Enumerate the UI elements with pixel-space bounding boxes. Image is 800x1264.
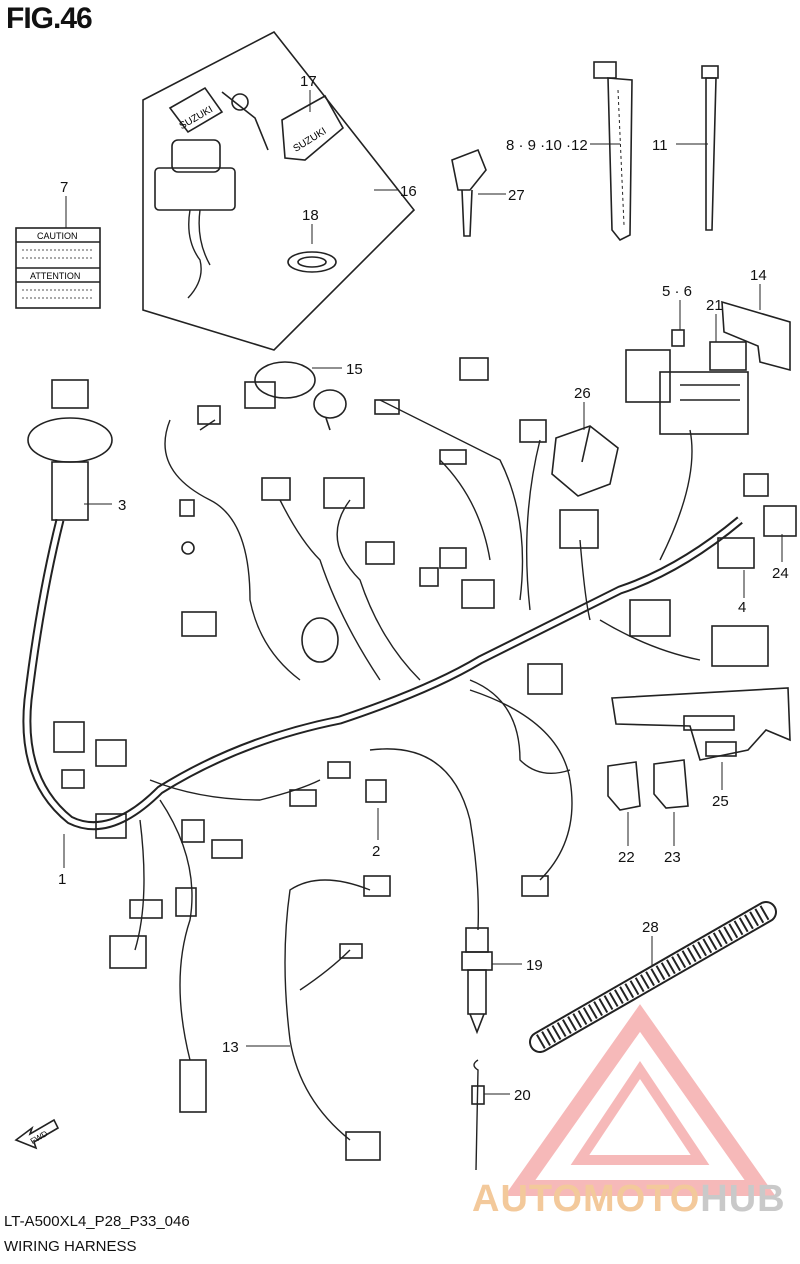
clamp-23 <box>653 759 689 809</box>
oxygen-sensor <box>369 748 493 1035</box>
callout-7: 7 <box>60 179 68 196</box>
harness-connectors <box>27 357 797 1113</box>
callout-8-9-10-12: 8 · 9 ·10 ·12 <box>506 137 588 154</box>
callout-3: 3 <box>118 497 126 514</box>
accessory-socket <box>244 361 347 431</box>
suzuki-cap-logo-text: SUZUKI <box>292 126 329 155</box>
control-unit <box>551 425 619 497</box>
figure-title: FIG.46 <box>6 2 93 35</box>
mounting-bracket <box>611 687 791 761</box>
figure-code: LT-A500XL4_P28_P33_046 <box>4 1213 190 1230</box>
fuse <box>671 329 685 347</box>
watermark-text: AUTOMOTOHUB <box>472 1178 786 1221</box>
callout-18: 18 <box>302 207 319 224</box>
sub-harness <box>284 875 391 1161</box>
callout-14: 14 <box>750 267 767 284</box>
callout-11: 11 <box>652 137 668 154</box>
small-connector <box>365 779 387 803</box>
callout-20: 20 <box>514 1087 531 1104</box>
callout-24: 24 <box>772 565 789 582</box>
callout-23: 23 <box>664 849 681 866</box>
callout-19: 19 <box>526 957 543 974</box>
callout-16: 16 <box>400 183 417 200</box>
fuse-box <box>625 349 749 435</box>
fwd-arrow-label: FWD <box>29 1129 49 1146</box>
cable-tie-small <box>701 65 719 231</box>
watermark-text-part-b: HUB <box>700 1178 786 1220</box>
callout-22: 22 <box>618 849 635 866</box>
cable-tie-large <box>593 61 633 242</box>
callout-4: 4 <box>738 599 746 616</box>
ignition-cap: SUZUKI <box>281 94 345 161</box>
key <box>451 148 487 237</box>
caution-label: CAUTION ATTENTION <box>15 227 101 309</box>
callout-2: 2 <box>372 843 380 860</box>
callout-15: 15 <box>346 361 363 378</box>
fwd-arrow: FWD <box>14 1118 60 1150</box>
switch-nut <box>287 251 337 273</box>
ignition-switch-group-box <box>142 30 416 351</box>
spring-clip <box>471 1059 485 1171</box>
callout-13: 13 <box>222 1039 239 1056</box>
callout-1: 1 <box>58 871 66 888</box>
attention-label-text: ATTENTION <box>30 271 80 281</box>
callout-17: 17 <box>300 73 317 90</box>
callout-28: 28 <box>642 919 659 936</box>
caution-label-text: CAUTION <box>37 231 78 241</box>
relay <box>709 341 747 371</box>
leader-lines <box>63 90 783 1095</box>
corrugated-tube <box>529 901 777 1053</box>
callout-25: 25 <box>712 793 729 810</box>
watermark-logo <box>504 1004 776 1196</box>
figure-caption: WIRING HARNESS <box>4 1238 137 1255</box>
callout-27: 27 <box>508 187 525 204</box>
callout-21: 21 <box>706 297 723 314</box>
watermark-text-part-a: AUTOMOTO <box>472 1178 701 1220</box>
relay-bracket <box>721 300 791 372</box>
callout-26: 26 <box>574 385 591 402</box>
main-wiring-harness <box>22 399 743 1061</box>
callout-numbers: 7 17 18 16 27 8 · 9 ·10 ·12 11 5 · 6 21 … <box>58 73 789 1104</box>
clamp-22 <box>607 761 641 811</box>
callout-5-6: 5 · 6 <box>662 283 692 300</box>
ignition-switch: SUZUKI <box>154 86 269 299</box>
